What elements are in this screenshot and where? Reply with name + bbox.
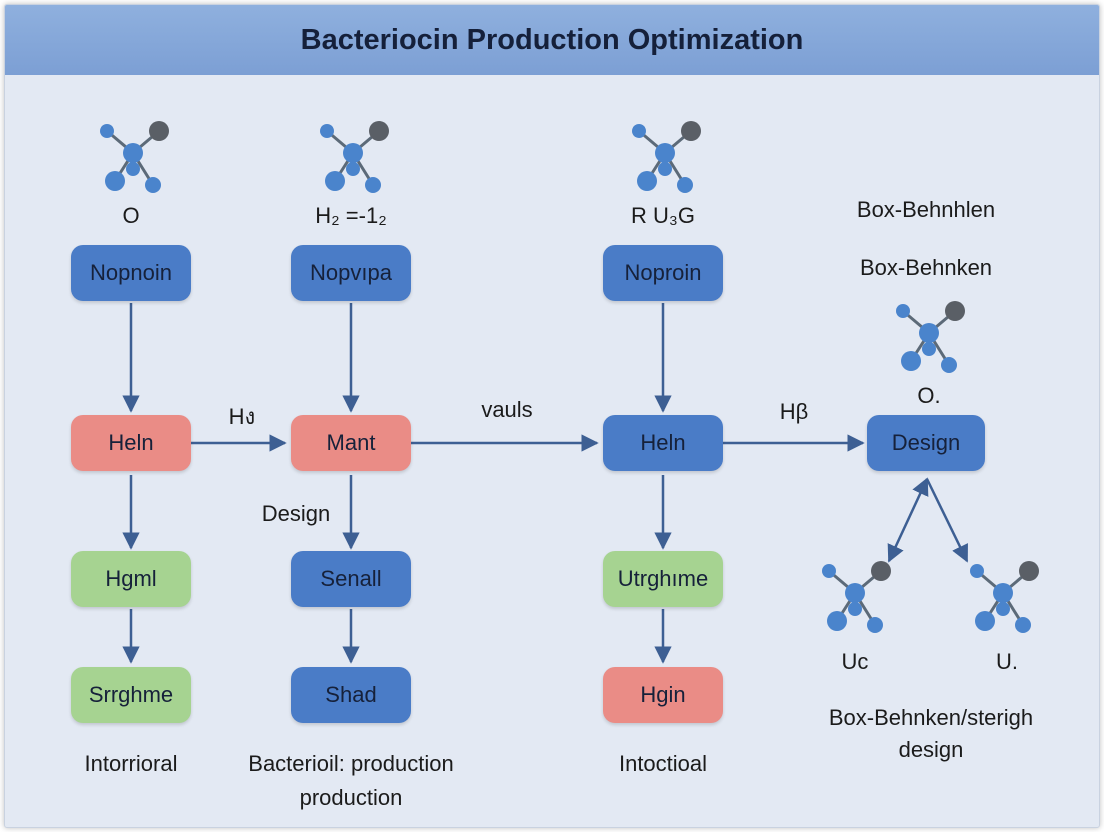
node-nopvipa: Nopvıpa: [291, 245, 411, 301]
node-srrghme: Srrghme: [71, 667, 191, 723]
node-shad: Shad: [291, 667, 411, 723]
right-caption: design: [898, 737, 964, 762]
formula-label: R U₃G: [631, 203, 695, 228]
molecule-icon: [100, 121, 169, 193]
column-caption: production: [299, 785, 403, 810]
edge-label: Design: [261, 501, 331, 526]
node-noproin: Noproin: [603, 245, 723, 301]
node-mant: Mant: [291, 415, 411, 471]
node-utrghime: Utrghıme: [603, 551, 723, 607]
column-caption: Intorrioral: [84, 751, 178, 776]
node-heln-2: Heln: [603, 415, 723, 471]
formula-label: U.: [996, 649, 1018, 674]
diagram-canvas: Bacteriocin Production Optimization: [4, 4, 1100, 828]
molecule-icon: [822, 561, 891, 633]
arrow-design-left: [887, 477, 929, 563]
edge-label: Hβ: [779, 399, 809, 424]
node-heln: Heln: [71, 415, 191, 471]
title-bar: Bacteriocin Production Optimization: [5, 5, 1099, 75]
column-caption: Intoctioal: [618, 751, 708, 776]
node-design: Design: [867, 415, 985, 471]
node-senall: Senall: [291, 551, 411, 607]
molecule-icon: [632, 121, 701, 193]
box-behnken-label: Box-Behnken: [859, 255, 993, 280]
formula-label: Uc: [841, 649, 869, 674]
formula-label: O.: [917, 383, 941, 408]
edge-label: vauls: [481, 397, 533, 422]
node-hgin: Hgin: [603, 667, 723, 723]
molecule-icon: [896, 301, 965, 373]
formula-label: O: [122, 203, 140, 228]
arrow-design-right: [925, 478, 969, 563]
molecule-icon: [320, 121, 389, 193]
box-behnken-label: Box-Behnhlen: [856, 197, 996, 222]
node-hgml: Hgml: [71, 551, 191, 607]
diagram-title: Bacteriocin Production Optimization: [300, 23, 804, 56]
edge-label: Hง: [228, 404, 256, 429]
node-nopnoin: Nopnoin: [71, 245, 191, 301]
molecule-icon: [970, 561, 1039, 633]
column-caption: Bacterioil: production: [248, 751, 454, 776]
right-caption: Box-Behnken/sterigh: [828, 705, 1034, 730]
formula-label: H₂ =-1₂: [315, 203, 387, 228]
diagram-connectors: [122, 303, 969, 664]
